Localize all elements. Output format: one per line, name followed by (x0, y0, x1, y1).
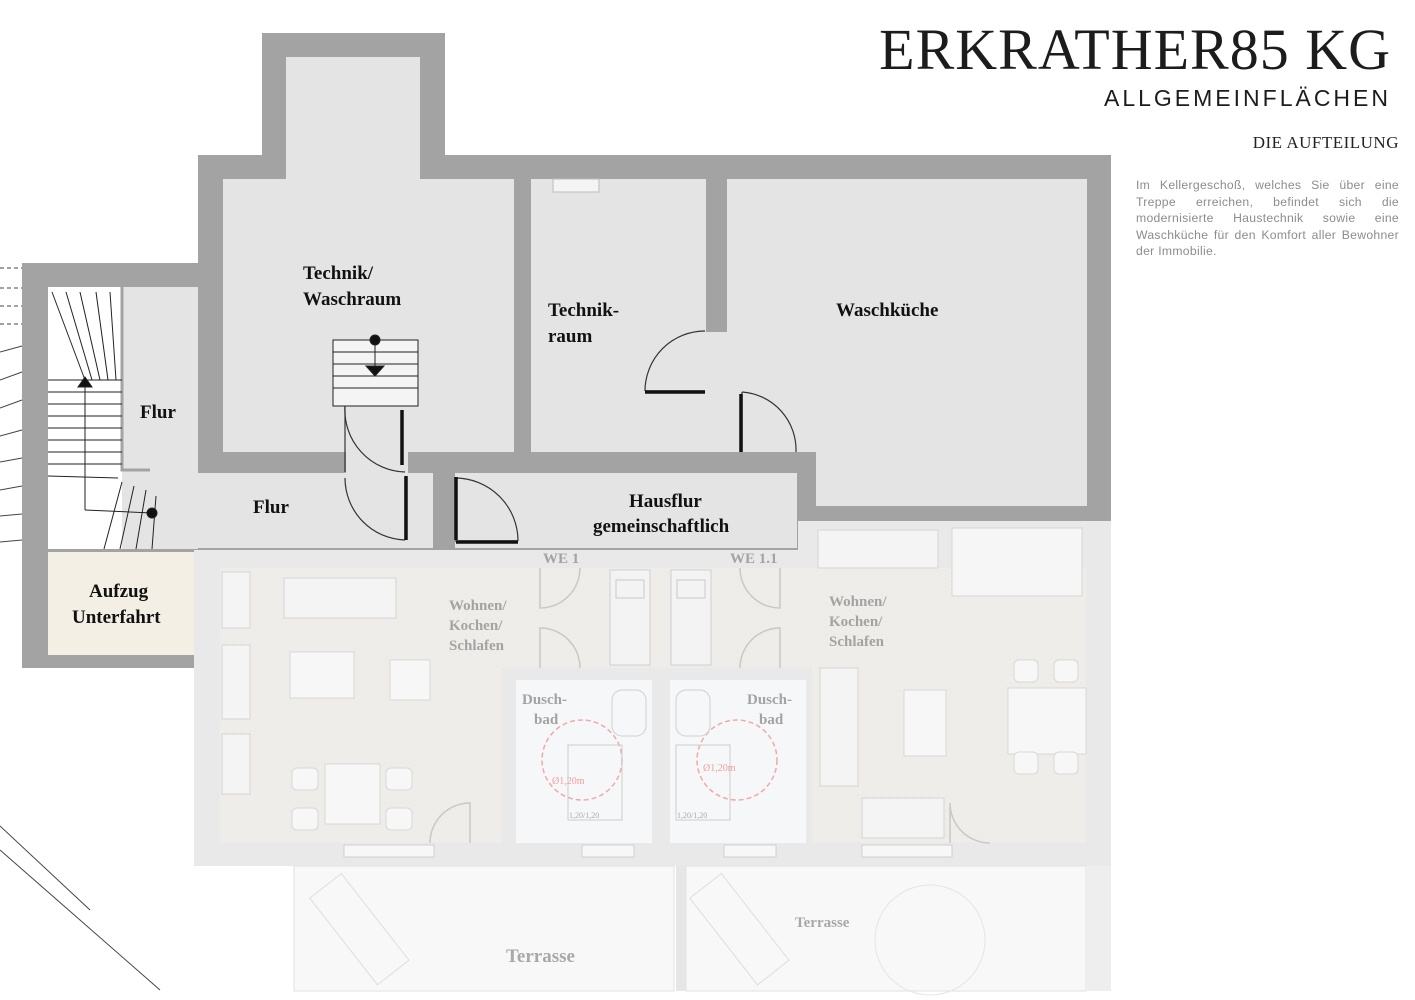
page-title: ERKRATHER85 KG (879, 17, 1391, 82)
wohnen-left-1: Wohnen/ (449, 598, 507, 614)
room-label-technikraum-1: Technik- (548, 300, 619, 321)
wohnen-left-3: Schlafen (449, 638, 505, 654)
room-label-flur-mid: Flur (253, 497, 289, 518)
page-subtitle: ALLGEMEINFLÄCHEN (1103, 85, 1391, 111)
unit-label-we11: WE 1.1 (730, 551, 778, 567)
terrasse-right: Terrasse (795, 915, 850, 931)
stairs-outside-lines (0, 267, 22, 325)
terrasse-left: Terrasse (506, 946, 575, 967)
basement-walls (22, 33, 1111, 668)
duschbad-left-2: bad (534, 712, 559, 728)
room-label-technik-waschraum-1: Technik/ (303, 263, 374, 284)
room-label-technikraum-2: raum (548, 326, 593, 347)
room-label-hausflur-2: gemeinschaftlich (593, 516, 730, 537)
apartments-area (194, 521, 1111, 996)
unit-label-we1: WE 1 (543, 551, 579, 567)
shower-label-right: 1,20/1,20 (677, 811, 707, 820)
room-label-aufzug-1: Aufzug (89, 581, 149, 602)
room-label-technik-waschraum-2: Waschraum (303, 289, 401, 310)
circle-label-right: Ø1,20m (703, 763, 736, 774)
room-label-waschkueche: Waschküche (836, 300, 938, 321)
wohnen-right-3: Schlafen (829, 634, 885, 650)
inner-stair (332, 334, 419, 407)
room-label-flur-left: Flur (140, 402, 176, 423)
shower-label-left: 1,20/1,20 (569, 811, 599, 820)
circle-label-left: Ø1,20m (552, 776, 585, 787)
duschbad-right-1: Dusch- (747, 692, 792, 708)
duschbad-right-2: bad (759, 712, 784, 728)
duschbad-left-1: Dusch- (522, 692, 567, 708)
section-title: DIE AUFTEILUNG (1252, 133, 1399, 152)
wohnen-right-2: Kochen/ (829, 614, 883, 630)
room-label-hausflur-1: Hausflur (629, 491, 702, 512)
room-label-aufzug-2: Unterfahrt (72, 607, 161, 628)
wohnen-right-1: Wohnen/ (829, 594, 887, 610)
description: Im Kellergeschoß, welches Sie über eine … (1136, 178, 1399, 259)
wohnen-left-2: Kochen/ (449, 618, 503, 634)
header: ERKRATHER85 KG ALLGEMEINFLÄCHEN (879, 18, 1391, 112)
staircase (47, 291, 158, 550)
